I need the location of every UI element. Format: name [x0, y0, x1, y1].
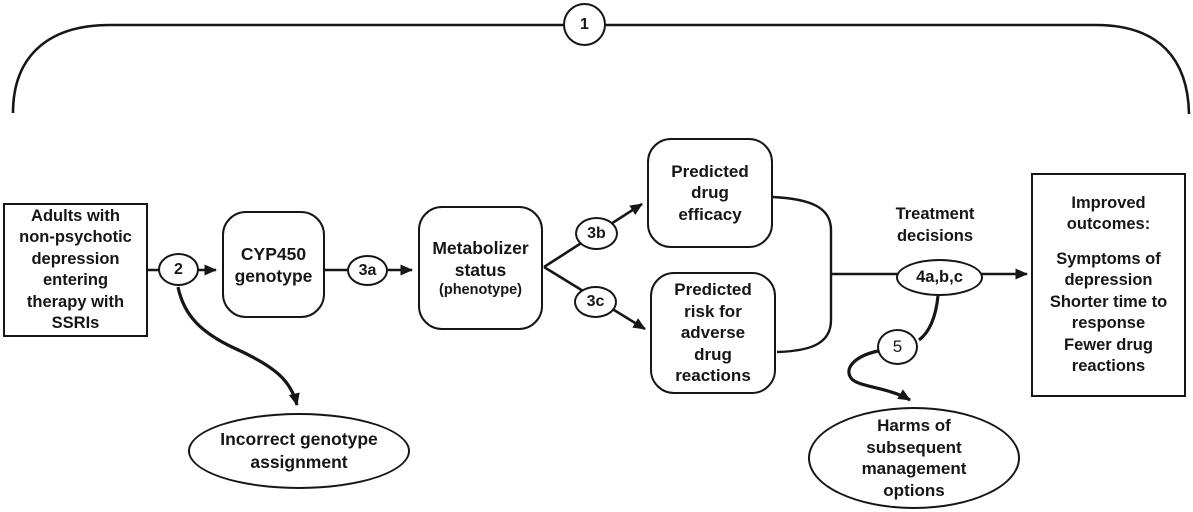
arrow-to-incorrect-genotype	[176, 286, 300, 406]
overarching-bracket-left	[11, 23, 570, 114]
arrow-to-harms	[847, 349, 911, 402]
link-badge-3a: 3a	[347, 255, 388, 286]
link-badge-3b: 3b	[575, 217, 618, 250]
link-badge-1: 1	[563, 3, 606, 46]
treatment-decisions-label: Treatment decisions	[895, 205, 975, 245]
harms-text: Harms of subsequent management options	[861, 416, 967, 500]
link-badge-3c: 3c	[574, 286, 617, 318]
metabolizer-status-text: Metabolizer status	[432, 237, 529, 280]
link-badge-2: 2	[158, 253, 199, 286]
population-text: Adults with non-psychotic depression ent…	[19, 206, 132, 333]
predicted-efficacy-text: Predicted drug efficacy	[671, 161, 749, 224]
incorrect-genotype-ellipse: Incorrect genotype assignment	[188, 413, 410, 489]
metabolizer-status-box: Metabolizer status (phenotype)	[418, 206, 543, 330]
link-badge-4abc: 4a,b,c	[896, 259, 983, 296]
harms-ellipse: Harms of subsequent management options	[808, 407, 1020, 509]
brace-merge-predictions	[772, 195, 833, 354]
improved-outcomes-box: Improved outcomes: Symptoms of depressio…	[1031, 173, 1186, 397]
improved-outcomes-list: Symptoms of depression Shorter time to r…	[1049, 249, 1168, 376]
cyp450-genotype-text: CYP450 genotype	[234, 243, 313, 286]
predicted-risk-box: Predicted risk for adverse drug reaction…	[650, 272, 776, 394]
cyp450-genotype-box: CYP450 genotype	[222, 211, 325, 318]
incorrect-genotype-text: Incorrect genotype assignment	[220, 429, 378, 472]
curve-decisions-to-harms-link	[917, 295, 940, 342]
link-badge-5: 5	[877, 329, 918, 365]
improved-outcomes-heading: Improved outcomes:	[1066, 193, 1151, 234]
metabolizer-phenotype-subtext: (phenotype)	[439, 281, 522, 298]
predicted-efficacy-box: Predicted drug efficacy	[647, 138, 773, 248]
population-box: Adults with non-psychotic depression ent…	[3, 203, 148, 337]
predicted-risk-text: Predicted risk for adverse drug reaction…	[674, 280, 752, 386]
overarching-bracket-right	[600, 23, 1191, 115]
